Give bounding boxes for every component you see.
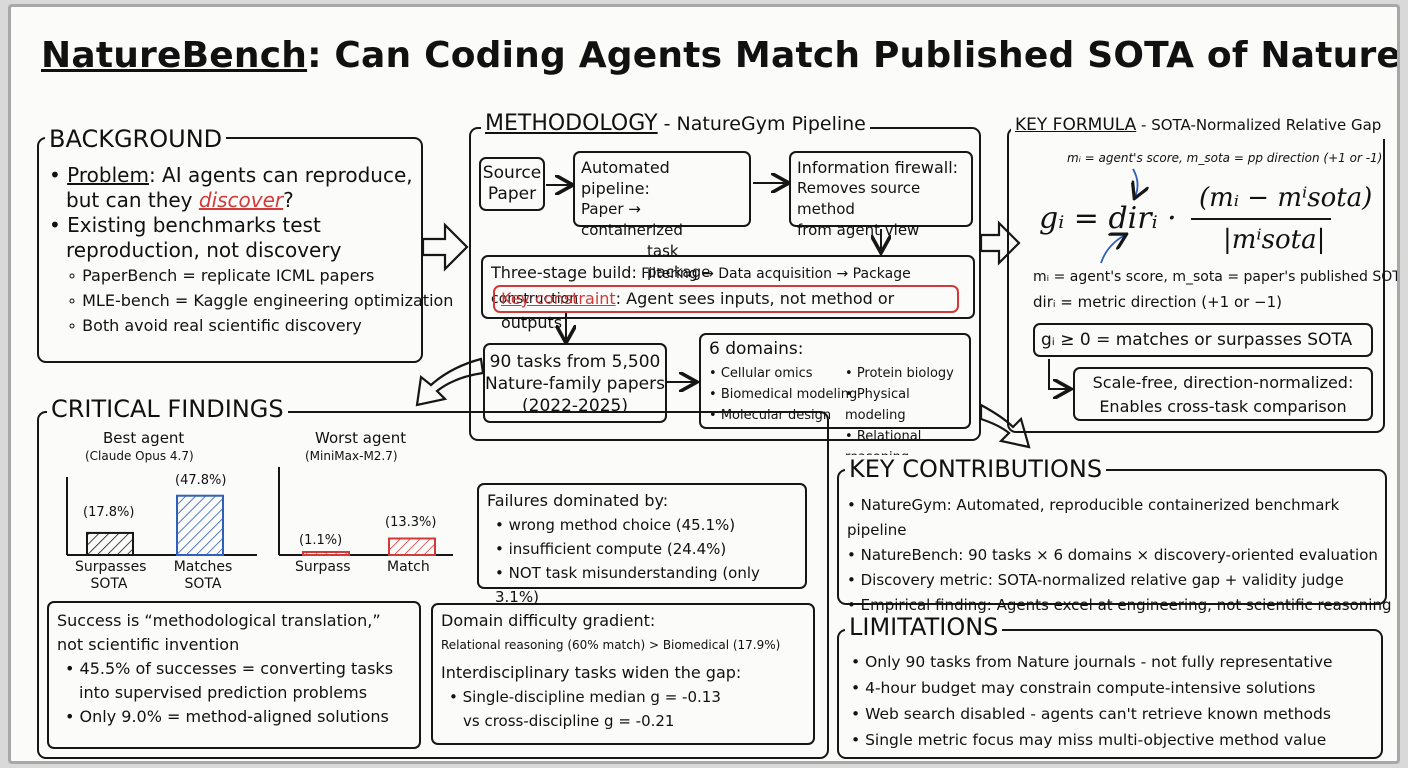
methodology-header: METHODOLOGY - NatureGym Pipeline (481, 110, 870, 138)
findings-panel (37, 411, 829, 759)
tick-label: Surpass (295, 559, 351, 575)
limitations-list: • Only 90 tasks from Nature journals - n… (851, 649, 1333, 753)
automated-pipeline-box: Automated pipeline: Paper → containerize… (573, 151, 751, 281)
title-rest: : Can Coding Agents Match Published SOTA… (307, 35, 1400, 76)
background-sub-1: ∘ PaperBench = replicate ICML papers (67, 266, 375, 285)
success-box: Success is “methodological translation,”… (47, 601, 421, 749)
bar-match (388, 537, 436, 556)
domain-difficulty-box: Domain difficulty gradient: Relational r… (431, 603, 815, 745)
formula-def-1: mᵢ = agent's score, m_sota = paper's pub… (1033, 269, 1400, 285)
discover-word: discover (198, 188, 284, 212)
limitation-item: • Single metric focus may miss multi-obj… (851, 731, 1327, 749)
tick-label: Surpasses SOTA (75, 559, 147, 592)
contributions-list: • NatureGym: Automated, reproducible con… (847, 493, 1397, 618)
formula-numerator: (mᵢ − mⁱsota) (1199, 183, 1373, 213)
tick-label: Matches SOTA (173, 559, 233, 592)
page-title: NatureBench: Can Coding Agents Match Pub… (41, 35, 1400, 76)
best-agent-chart (66, 477, 257, 556)
background-content: • Problem: AI agents can reproduce, but … (49, 163, 453, 338)
domain-item: • Physical modeling (845, 387, 910, 423)
limitations-panel (837, 629, 1383, 759)
worst-agent-subtitle: (MiniMax-M2.7) (305, 449, 398, 463)
key-constraint-box: Key constraint: Agent sees inputs, not m… (493, 285, 959, 332)
arrow-methodology-to-formula (979, 220, 1021, 266)
success-item: • Only 9.0% = method-aligned solutions (65, 707, 389, 726)
arrow-methodology-to-findings (415, 357, 485, 407)
contribution-item: • Discovery metric: SOTA-normalized rela… (847, 571, 1344, 589)
whiteboard: NatureBench: Can Coding Agents Match Pub… (8, 4, 1400, 764)
formula-g: gᵢ = dirᵢ · (1039, 201, 1177, 236)
background-point-2: • Existing benchmarks test (49, 213, 321, 237)
three-stage-build-box: Three-stage build: Filtering → Data acqu… (481, 255, 975, 319)
domains-box: 6 domains: • Cellular omics • Biomedical… (699, 333, 971, 465)
domain-item: • Protein biology (845, 366, 954, 381)
findings-header: CRITICAL FINDINGS (47, 395, 288, 423)
limitation-item: • 4-hour budget may constrain compute-in… (851, 679, 1316, 697)
best-agent-subtitle: (Claude Opus 4.7) (85, 449, 194, 463)
domain-item: • Biomedical modeling (709, 387, 858, 402)
bar-value-label: (1.1%) (299, 533, 343, 548)
bar-value-label: (13.3%) (385, 515, 437, 530)
formula-header: KEY FORMULA - SOTA-Normalized Relative G… (1011, 111, 1386, 139)
failure-item: • insufficient compute (24.4%) (495, 540, 727, 558)
bar-surpass (302, 551, 350, 556)
formula-note-top: mᵢ = agent's score, m_sota = pp directio… (1067, 151, 1383, 165)
connector-layer (66, 168, 1331, 556)
domain-item: • Cellular omics (709, 366, 813, 381)
contributions-header: KEY CONTRIBUTIONS (845, 455, 1107, 483)
contribution-item: • Empirical finding: Agents excel at eng… (847, 596, 1392, 614)
bar-value-label: (17.8%) (83, 505, 135, 520)
limitation-item: • Web search disabled - agents can't ret… (851, 705, 1331, 723)
formula-def-2: dirᵢ = metric direction (+1 or −1) (1033, 293, 1283, 311)
background-panel (37, 137, 423, 363)
background-point-1: • Problem: AI agents can reproduce, (49, 163, 413, 187)
background-sub-3: ∘ Both avoid real scientific discovery (67, 316, 362, 335)
failure-item: • NOT task misunderstanding (only 3.1%) (495, 564, 760, 606)
best-agent-title: Best agent (103, 429, 185, 447)
arrow-methodology-to-contributions (979, 403, 1031, 449)
worst-agent-title: Worst agent (315, 429, 407, 447)
scale-free-box: Scale-free, direction-normalized: Enable… (1073, 367, 1373, 421)
inter-item: • Single-discipline median g = -0.13 (449, 688, 721, 706)
contributions-panel (837, 469, 1387, 605)
success-item: • 45.5% of successes = converting tasks (65, 659, 394, 678)
failures-box: Failures dominated by: • wrong method ch… (477, 483, 807, 606)
bar-surpasses-sota (86, 531, 134, 556)
limitations-header: LIMITATIONS (845, 613, 1003, 641)
bar-value-label: (47.8%) (175, 473, 227, 488)
information-firewall-box: Information firewall: Removes source met… (789, 151, 973, 239)
bar-matches-sota (176, 494, 224, 556)
tick-label: Match (387, 559, 430, 575)
contribution-item: • NatureBench: 90 tasks × 6 domains × di… (847, 546, 1378, 564)
title-prefix: NatureBench (41, 35, 308, 76)
limitation-item: • Only 90 tasks from Nature journals - n… (851, 653, 1333, 671)
failure-item: • wrong method choice (45.1%) (495, 516, 736, 534)
arrow-background-to-methodology (421, 222, 469, 272)
formula-condition-box: gᵢ ≥ 0 = matches or surpasses SOTA (1033, 323, 1373, 357)
background-sub-2: ∘ MLE-bench = Kaggle engineering optimiz… (67, 291, 454, 310)
contribution-item: • NatureGym: Automated, reproducible con… (847, 496, 1340, 539)
formula-denominator: |mⁱsota| (1223, 225, 1326, 255)
worst-agent-chart (278, 467, 453, 556)
background-header: BACKGROUND (45, 125, 227, 153)
